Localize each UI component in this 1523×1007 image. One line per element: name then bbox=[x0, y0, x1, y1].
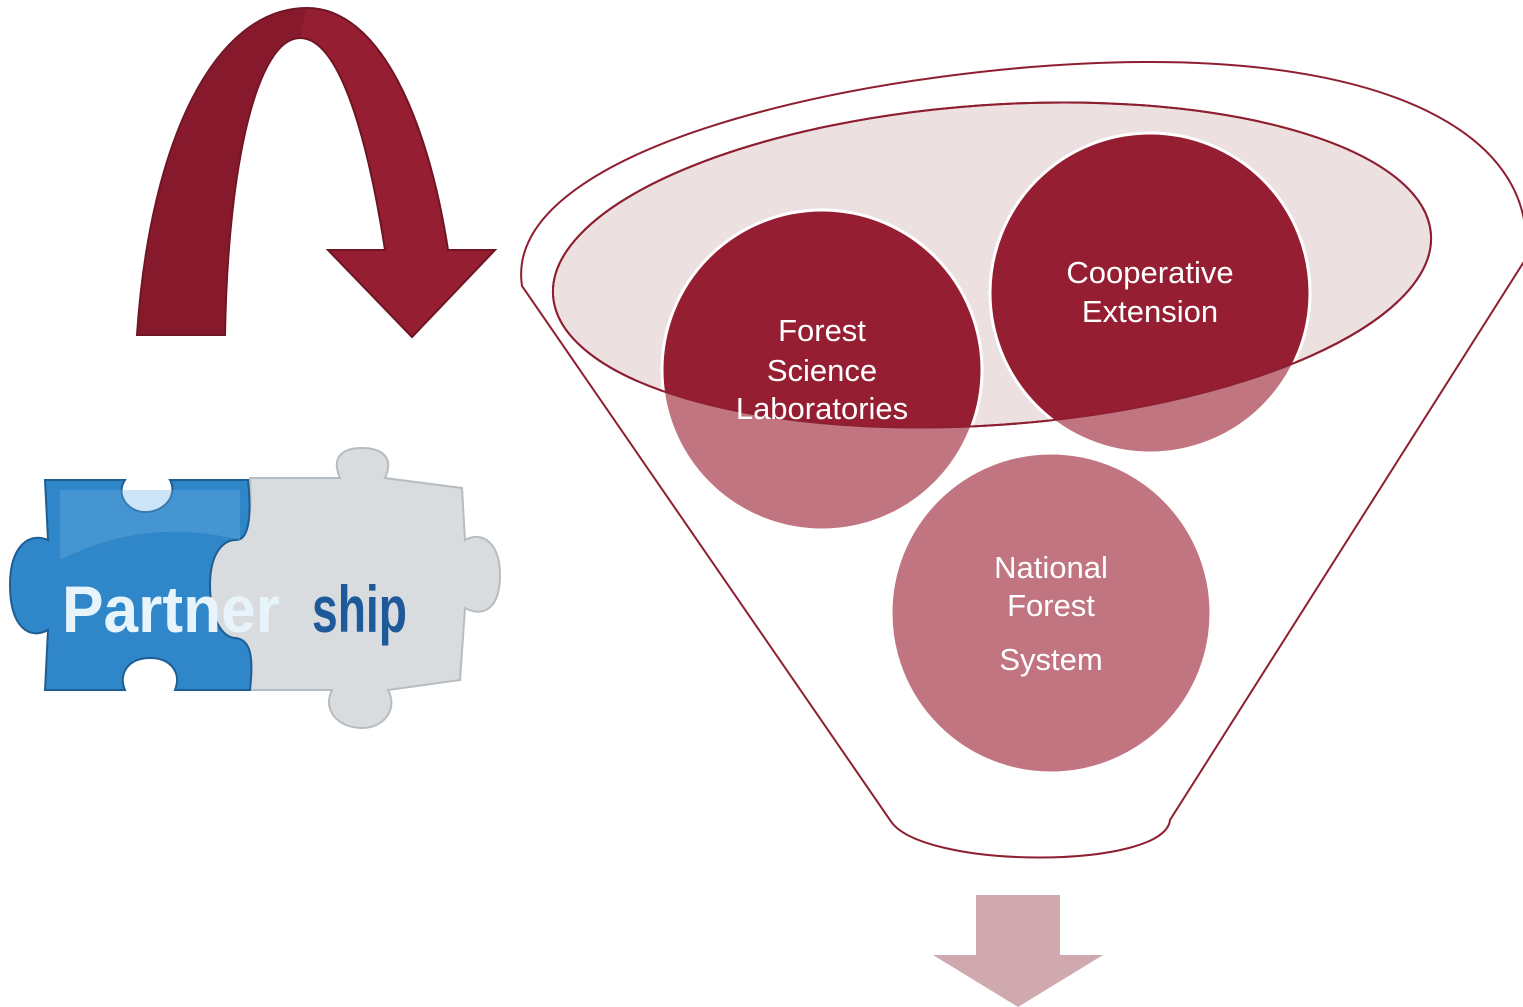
curved-arrow-icon bbox=[135, 6, 498, 339]
down-arrow-icon bbox=[933, 895, 1103, 1007]
circle-national-forest: National Forest System bbox=[889, 451, 1213, 775]
forest-science-line-3: Laboratories bbox=[736, 391, 908, 426]
puzzle-piece-blue bbox=[8, 479, 253, 691]
circle-cooperative-extension: Cooperative Extension bbox=[1066, 255, 1233, 329]
cooperative-line-2: Extension bbox=[1082, 294, 1218, 329]
partnership-puzzle-image: Partner ship bbox=[8, 446, 502, 730]
forest-science-line-2: Science bbox=[767, 353, 877, 388]
circle-forest-science: Forest Science Laboratories bbox=[736, 313, 908, 426]
partnership-right-word: ship bbox=[312, 572, 407, 646]
forest-science-line-1: Forest bbox=[778, 313, 866, 348]
cooperative-line-1: Cooperative bbox=[1066, 255, 1233, 290]
national-forest-line-1: National bbox=[994, 550, 1108, 585]
national-forest-line-3: System bbox=[999, 642, 1102, 677]
national-forest-line-2: Forest bbox=[1007, 588, 1095, 623]
partnership-left-word: Partner bbox=[62, 572, 280, 646]
